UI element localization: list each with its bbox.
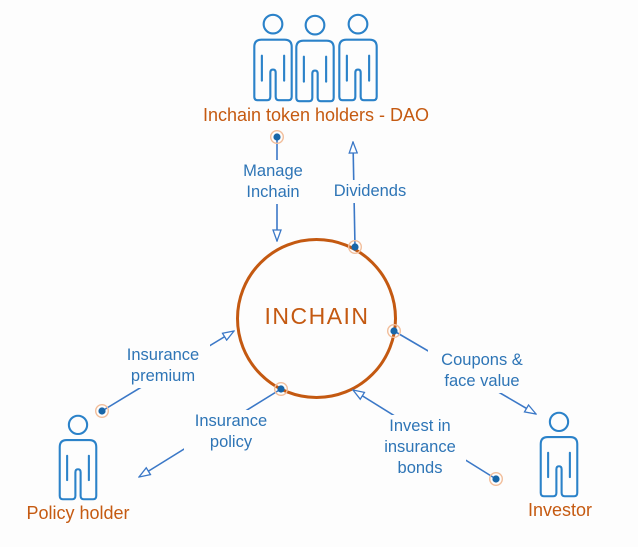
investor-icon	[539, 411, 579, 498]
policy-holder-icon	[58, 414, 98, 501]
connector-dot	[489, 472, 504, 487]
label-dividends: Dividends	[322, 180, 418, 203]
dao-person-icon	[295, 14, 335, 103]
label-line: insurance	[384, 438, 456, 456]
connector-dot	[274, 382, 289, 397]
connector-dot	[348, 239, 363, 254]
connector-dots	[94, 129, 504, 487]
label-line: Coupons &	[441, 351, 523, 369]
policy-holder-title: Policy holder	[26, 503, 130, 523]
label-line: premium	[130, 367, 196, 385]
label-line: Insurance	[126, 346, 200, 364]
label-line: Inchain	[246, 183, 300, 201]
inchain-circle	[236, 238, 397, 399]
connector-dot	[270, 129, 285, 144]
dao-person-icon	[253, 13, 293, 102]
inchain-label: INCHAIN	[264, 303, 370, 329]
connector-dot	[387, 324, 402, 339]
label-insurance-policy: Insurance policy	[184, 410, 278, 454]
label-line: Manage	[243, 162, 303, 180]
label-line: bonds	[397, 459, 443, 477]
dao-person-icon	[338, 13, 378, 102]
label-manage-inchain: Manage Inchain	[234, 160, 312, 204]
label-coupons-face-value: Coupons & face value	[428, 349, 536, 393]
label-line: face value	[444, 372, 520, 390]
label-insurance-premium: Insurance premium	[116, 344, 210, 388]
dao-title: Inchain token holders - DAO	[202, 105, 430, 125]
label-line: policy	[209, 433, 253, 451]
label-line: Dividends	[333, 182, 407, 200]
label-invest-insurance-bonds: Invest in insurance bonds	[374, 415, 466, 480]
label-line: Insurance	[194, 412, 268, 430]
investor-title: Investor	[527, 500, 593, 520]
label-line: Invest in	[389, 417, 451, 435]
connector-dot	[94, 404, 109, 419]
